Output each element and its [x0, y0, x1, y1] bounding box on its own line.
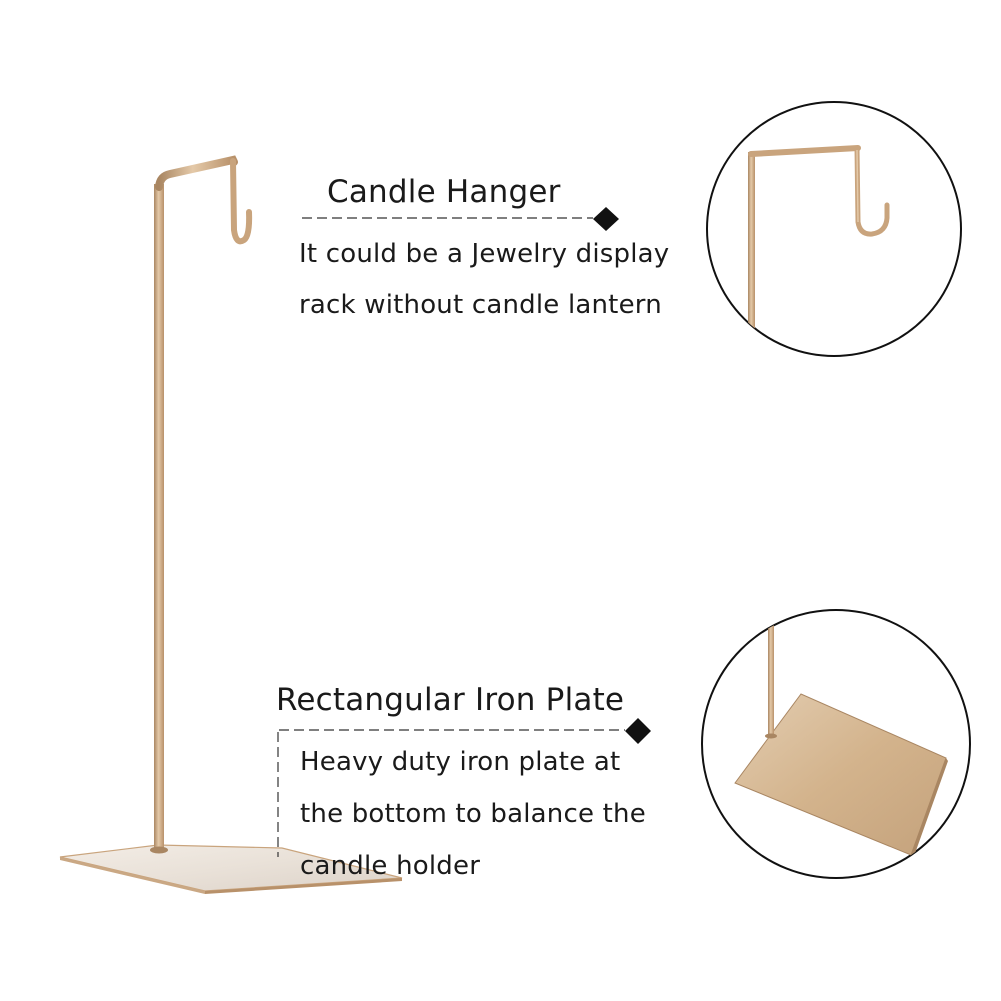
candle-hanger-title: Candle Hanger — [327, 174, 561, 210]
candle-hanger-description-line: rack without candle lantern — [299, 290, 662, 320]
plate-detail-zoom — [701, 609, 971, 879]
iron-plate-title: Rectangular Iron Plate — [276, 682, 625, 718]
hanger-rod — [150, 155, 253, 854]
bottom-callout-line — [277, 718, 651, 857]
top-callout-line — [302, 207, 619, 231]
iron-plate-description-line: the bottom to balance the — [300, 799, 646, 829]
candle-hanger-description-line: It could be a Jewelry display — [299, 239, 670, 269]
iron-plate-description-line: Heavy duty iron plate at — [300, 747, 621, 777]
iron-plate-description-line: candle holder — [300, 851, 481, 881]
iron-plate-base — [59, 844, 403, 894]
hook-detail-zoom — [706, 101, 962, 357]
